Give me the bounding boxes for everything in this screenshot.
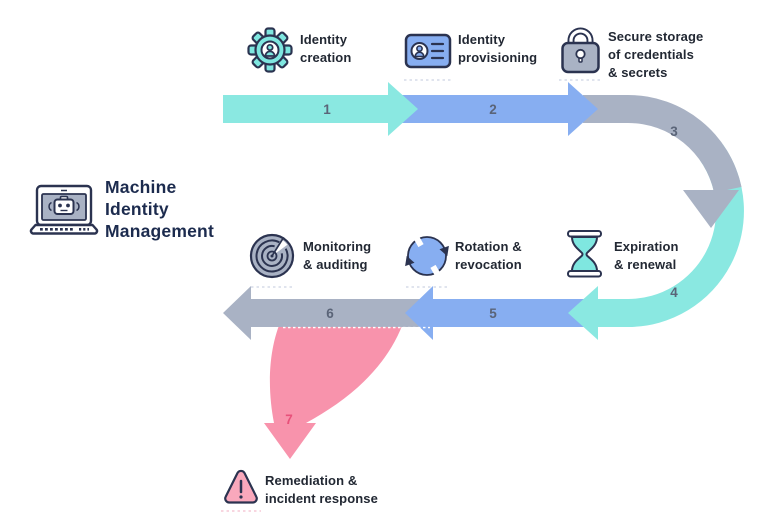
step-7-label-line-1: Remediation &	[265, 473, 357, 488]
step-7-label-line-2: incident response	[265, 491, 378, 506]
step-6-label-line-2: & auditing	[303, 257, 368, 272]
title-line-2: Identity	[105, 199, 169, 219]
rotation-gaps	[412, 233, 442, 279]
rotation-arrowhead-bottom	[405, 255, 415, 267]
step-2-number: 2	[489, 102, 497, 117]
step-6-number: 6	[326, 306, 334, 321]
radar-icon	[249, 233, 295, 279]
step-3-label-line-3: & secrets	[608, 65, 667, 80]
padlock-icon	[561, 27, 600, 74]
card-text-lines	[430, 42, 445, 60]
title-line-1: Machine	[105, 177, 176, 197]
gear-user-icon	[247, 27, 293, 73]
arrow-step-1	[223, 82, 418, 136]
arrow-step-6	[223, 286, 425, 340]
user-shoulders	[264, 50, 276, 57]
step-5-label-line-2: revocation	[455, 257, 522, 272]
step-4-label-line-1: Expiration	[614, 239, 679, 254]
user-head	[266, 43, 274, 52]
arrow-step-7	[264, 318, 405, 459]
step-7-number: 7	[285, 412, 293, 427]
warning-triangle-icon	[224, 469, 258, 504]
step-3-label-line-1: Secure storage	[608, 29, 703, 44]
radar-wedge	[272, 239, 288, 256]
step-1-label-line-1: Identity	[300, 32, 348, 47]
step-4-number: 4	[670, 285, 678, 300]
step-6-label-line-1: Monitoring	[303, 239, 371, 254]
step-2-label-line-2: provisioning	[458, 50, 537, 65]
step-4-label-line-2: & renewal	[614, 257, 676, 272]
step-2-label-line-1: Identity	[458, 32, 506, 47]
rotation-arrowhead-top	[439, 245, 449, 257]
arrow-step-2	[398, 82, 598, 136]
step-3-number: 3	[670, 124, 678, 139]
step-3-label-line-2: of credentials	[608, 47, 694, 62]
arrow-step-3-head	[683, 190, 739, 228]
hourglass-icon	[567, 230, 602, 278]
step-5-label-line-1: Rotation &	[455, 239, 522, 254]
keyhole	[575, 48, 586, 60]
dashed-guide-marks	[221, 79, 602, 512]
step-1-number: 1	[323, 102, 331, 117]
title-line-3: Management	[105, 221, 214, 241]
step-1-label-line-2: creation	[300, 50, 351, 65]
id-card-icon	[404, 33, 452, 69]
arrow-step-4	[568, 144, 744, 340]
arrow-step-3	[583, 95, 742, 193]
step-5-number: 5	[489, 306, 497, 321]
arrow-step-5	[405, 286, 596, 340]
laptop-robot-icon	[29, 184, 99, 235]
exclamation-dot	[239, 495, 243, 499]
rotation-arrows-icon	[405, 233, 449, 279]
